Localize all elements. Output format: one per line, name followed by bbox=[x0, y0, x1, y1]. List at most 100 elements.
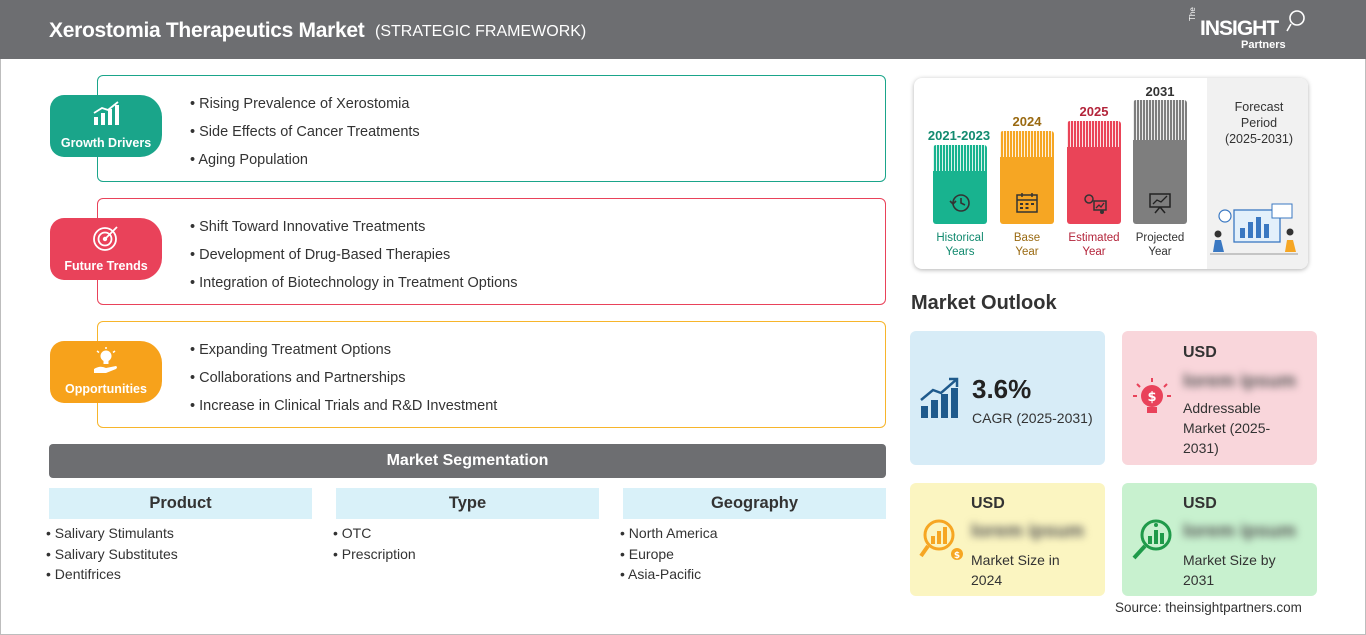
logo-partners: Partners bbox=[1241, 39, 1286, 51]
addressable-value-blurred: lorem ipsum bbox=[1183, 371, 1296, 392]
size-2031-value-blurred: lorem ipsum bbox=[1183, 521, 1296, 542]
list-item: Salivary Stimulants bbox=[46, 525, 178, 546]
forecast-period-text: Forecast Period (2025-2031) bbox=[1210, 99, 1308, 147]
size-2024-currency: USD bbox=[971, 495, 1005, 512]
timeline-label-base: Base Year bbox=[987, 231, 1067, 259]
opportunities-list: Expanding Treatment Options Collaboratio… bbox=[190, 342, 497, 426]
label-line: Historical bbox=[936, 232, 984, 244]
label-line: Market Size by bbox=[1183, 552, 1276, 568]
bar-stripes bbox=[1133, 100, 1187, 140]
label-line: Projected bbox=[1135, 232, 1185, 244]
growth-drivers-list: Rising Prevalence of Xerostomia Side Eff… bbox=[190, 96, 420, 180]
segment-list-geography: North America Europe Asia-Pacific bbox=[620, 525, 718, 587]
market-size-2031-card: USD lorem ipsum Market Size by 2031 bbox=[1122, 483, 1317, 596]
list-item: Expanding Treatment Options bbox=[190, 342, 497, 370]
market-outlook-title: Market Outlook bbox=[911, 292, 1057, 314]
opportunities-box: Expanding Treatment Options Collaboratio… bbox=[97, 321, 886, 428]
segment-heading-type: Type bbox=[336, 488, 599, 519]
timeline-bar-estimated bbox=[1067, 121, 1121, 224]
segmentation-title-bar: Market Segmentation bbox=[49, 444, 886, 478]
label-line: Addressable bbox=[1183, 400, 1261, 416]
opportunities-badge: Opportunities bbox=[50, 341, 162, 403]
label-line: 2024 bbox=[971, 572, 1003, 588]
calendar-icon bbox=[1016, 193, 1038, 213]
label-line: Market Size in bbox=[971, 552, 1060, 568]
bar-chart-up-icon bbox=[93, 101, 119, 125]
growth-drivers-badge: Growth Drivers bbox=[50, 95, 162, 157]
badge-label: Future Trends bbox=[64, 259, 148, 273]
forecast-line: Period bbox=[1240, 116, 1278, 130]
list-item: North America bbox=[620, 525, 718, 546]
addressable-currency: USD bbox=[1183, 344, 1217, 361]
growth-chart-icon bbox=[920, 377, 959, 418]
label-line: Year bbox=[1082, 246, 1106, 258]
cagr-label: CAGR (2025-2031) bbox=[972, 410, 1093, 426]
lightbulb-dollar-icon: $ bbox=[1133, 378, 1171, 413]
presentation-icon bbox=[1149, 193, 1171, 214]
list-item: Side Effects of Cancer Treatments bbox=[190, 124, 420, 152]
forecast-line: Forecast bbox=[1234, 100, 1284, 114]
segment-heading-product: Product bbox=[49, 488, 312, 519]
svg-text:$: $ bbox=[954, 551, 960, 561]
label-line: Year bbox=[1148, 246, 1172, 258]
segment-list-product: Salivary Stimulants Salivary Substitutes… bbox=[46, 525, 178, 587]
header-bar: Xerostomia Therapeutics Market (STRATEGI… bbox=[0, 0, 1366, 59]
page-subtitle: (STRATEGIC FRAMEWORK) bbox=[375, 23, 587, 40]
future-trends-box: Shift Toward Innovative Treatments Devel… bbox=[97, 198, 886, 305]
list-item: Increase in Clinical Trials and R&D Inve… bbox=[190, 398, 497, 426]
list-item: Asia-Pacific bbox=[620, 566, 718, 587]
segment-heading-geography: Geography bbox=[623, 488, 886, 519]
label-line: Years bbox=[945, 246, 975, 258]
list-item: Prescription bbox=[333, 546, 416, 567]
list-item: Dentifrices bbox=[46, 566, 178, 587]
size-2024-label: Market Size in 2024 bbox=[971, 550, 1060, 590]
segment-list-type: OTC Prescription bbox=[333, 525, 416, 566]
page-title: Xerostomia Therapeutics Market bbox=[49, 19, 365, 42]
svg-text:$: $ bbox=[1147, 390, 1156, 405]
list-item: Shift Toward Innovative Treatments bbox=[190, 219, 518, 247]
history-clock-icon bbox=[949, 194, 970, 212]
list-item: Salivary Substitutes bbox=[46, 546, 178, 567]
insight-partners-logo[interactable]: The INSIGHT Partners bbox=[1188, 7, 1308, 53]
list-item: Integration of Biotechnology in Treatmen… bbox=[190, 275, 517, 303]
label-line: Year bbox=[1015, 246, 1039, 258]
label-line: Estimated bbox=[1068, 232, 1120, 244]
list-item: Rising Prevalence of Xerostomia bbox=[190, 96, 420, 124]
label-line: Market (2025- bbox=[1183, 420, 1271, 436]
timeline-label-estimated: Estimated Year bbox=[1054, 231, 1134, 259]
badge-label: Growth Drivers bbox=[60, 136, 152, 150]
addressable-market-card: $ USD lorem ipsum Addressable Market (20… bbox=[1122, 331, 1317, 465]
timeline-label-projected: Projected Year bbox=[1120, 231, 1200, 259]
size-2031-currency: USD bbox=[1183, 495, 1217, 512]
source-citation[interactable]: Source: theinsightpartners.com bbox=[1115, 600, 1302, 615]
timeline-bar-historical bbox=[933, 145, 987, 224]
timeline-bar-base bbox=[1000, 131, 1054, 224]
addressable-label: Addressable Market (2025- 2031) bbox=[1183, 398, 1270, 458]
label-line: 2031) bbox=[1183, 440, 1219, 456]
bar-stripes bbox=[1000, 131, 1054, 157]
timeline-year-projected: 2031 bbox=[1145, 84, 1175, 99]
bar-stripes bbox=[1067, 121, 1121, 147]
market-size-2024-card: $ USD lorem ipsum Market Size in 2024 bbox=[910, 483, 1105, 596]
cagr-card: 3.6% CAGR (2025-2031) bbox=[910, 331, 1105, 465]
growth-drivers-box: Rising Prevalence of Xerostomia Side Eff… bbox=[97, 75, 886, 182]
gear-chart-icon bbox=[1084, 194, 1107, 214]
list-item: Europe bbox=[620, 546, 718, 567]
timeline-card: 2021-2023 Historical Years 2024 Base Yea… bbox=[914, 78, 1308, 269]
size-2024-value-blurred: lorem ipsum bbox=[971, 521, 1084, 542]
timeline-bar-projected bbox=[1133, 100, 1187, 224]
timeline-year-historical: 2021-2023 bbox=[927, 128, 991, 143]
future-trends-list: Shift Toward Innovative Treatments Devel… bbox=[190, 219, 518, 303]
logo-magnifier-icon bbox=[1286, 10, 1305, 32]
timeline-year-base: 2024 bbox=[1012, 114, 1042, 129]
list-item: Aging Population bbox=[190, 152, 420, 180]
list-item: Development of Drug-Based Therapies bbox=[190, 247, 518, 275]
magnifier-bars-icon bbox=[1132, 519, 1172, 560]
label-line: Base bbox=[1013, 232, 1041, 244]
forecast-line: (2025-2031) bbox=[1224, 132, 1294, 146]
timeline-label-historical: Historical Years bbox=[920, 231, 1000, 259]
target-icon bbox=[93, 226, 118, 251]
logo-the: The bbox=[1188, 7, 1197, 21]
logo-insight: INSIGHT bbox=[1200, 17, 1279, 40]
list-item: OTC bbox=[333, 525, 416, 546]
